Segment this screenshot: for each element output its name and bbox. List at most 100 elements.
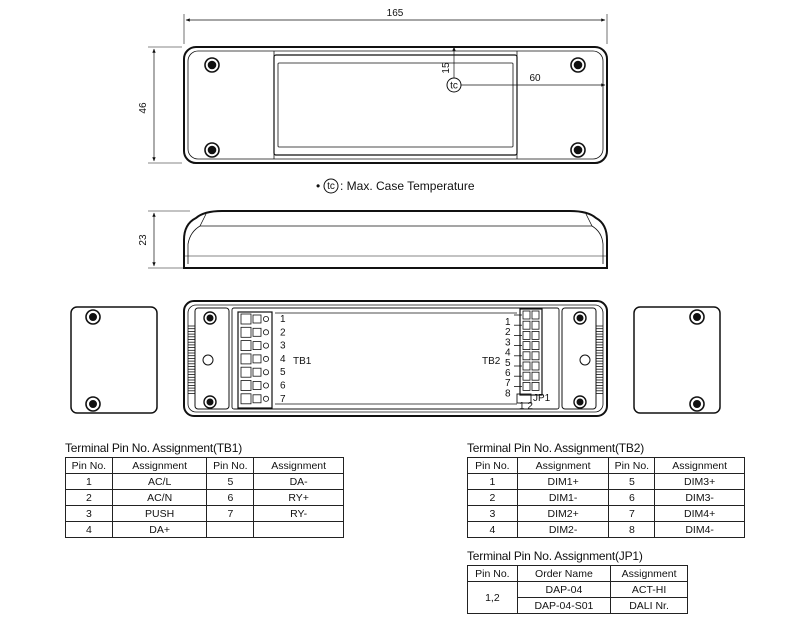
terminal-cell <box>522 361 531 371</box>
tc-point-icon <box>446 77 462 93</box>
tb2-header-assignment: Assignment <box>516 457 610 474</box>
tb1-cell: DA+ <box>111 521 208 538</box>
tc-note-text: : Max. Case Temperature <box>340 179 475 193</box>
terminal-cell <box>522 351 531 361</box>
tb2-header-assignment-2: Assignment <box>654 457 745 474</box>
tc-note-symbol: tc <box>327 181 335 192</box>
tb2-cell: DIM1- <box>516 489 610 506</box>
terminal-cell <box>531 371 540 381</box>
jp1-cell: DAP-04-S01 <box>516 597 612 614</box>
table-row: 2 AC/N 6 RY+ <box>65 489 344 506</box>
tb2-pin-number: 7 <box>505 378 511 389</box>
tb1-header-pin-2: Pin No. <box>206 457 255 474</box>
terminal-cell <box>531 351 540 361</box>
table-row: 2 DIM1- 6 DIM3- <box>467 489 745 506</box>
terminal-cell <box>531 361 540 371</box>
table-row: DAP-04-S01 DALI Nr. <box>468 597 688 614</box>
terminal-cell <box>252 341 262 351</box>
terminal-cell <box>522 320 531 330</box>
side-view <box>148 210 608 269</box>
terminal-cell <box>522 371 531 381</box>
tb2-cell: 6 <box>608 489 656 506</box>
open-body <box>183 300 608 417</box>
tb1-pin-number: 5 <box>280 367 286 378</box>
terminal-cell <box>531 381 540 391</box>
terminal-cell <box>252 381 262 390</box>
tb2-pin-number: 6 <box>505 368 511 379</box>
tb1-pin-number: 6 <box>280 381 286 392</box>
terminal-cell <box>240 380 252 391</box>
jp1-pin-table: Pin No. Order Name Assignment 1,2 DAP-04… <box>467 565 688 614</box>
tb2-cell: DIM3- <box>654 489 745 506</box>
terminal-cell <box>252 314 262 324</box>
tb1-header-pin: Pin No. <box>65 457 113 474</box>
tb2-cell: DIM2+ <box>516 505 610 522</box>
tb1-pin-number: 3 <box>280 341 286 352</box>
terminal-cell <box>252 367 262 377</box>
table-row: 4 DIM2- 8 DIM4- <box>467 521 745 538</box>
terminal-cell <box>522 381 531 391</box>
terminal-cell <box>531 330 540 340</box>
terminal-cell <box>522 330 531 340</box>
terminal-screw <box>262 395 269 402</box>
tb1-cell: RY+ <box>253 489 344 506</box>
tb1-cell: 3 <box>65 505 113 522</box>
tb1-cell: AC/N <box>111 489 208 506</box>
tb1-header-assignment: Assignment <box>111 457 208 474</box>
terminal-cell <box>240 366 252 378</box>
jp1-header-assignment: Assignment <box>610 565 688 582</box>
jp1-cell: DAP-04 <box>516 581 612 598</box>
tb1-pin-table: Pin No. Assignment Pin No. Assignment 1 … <box>65 457 344 538</box>
terminal-cell <box>240 393 252 405</box>
tb2-pin-number: 2 <box>505 327 511 338</box>
tb2-cell: 2 <box>467 489 518 506</box>
top-view <box>148 14 608 164</box>
dim-width: 46 <box>138 102 149 114</box>
jp1-label: JP1 <box>533 393 551 404</box>
tc-note-bullet: • <box>316 179 320 193</box>
table-row: 1 DIM1+ 5 DIM3+ <box>467 473 745 490</box>
tb1-table-title: Terminal Pin No. Assignment(TB1) <box>65 441 242 455</box>
tb1-cell: 1 <box>65 473 113 490</box>
table-row: 3 PUSH 7 RY- <box>65 505 344 522</box>
terminal-cell <box>240 326 252 338</box>
tb2-cell: 3 <box>467 505 518 522</box>
jp1-cell: ACT-HI <box>610 581 688 598</box>
tb2-pin-number: 5 <box>505 358 511 369</box>
terminal-cell <box>240 340 252 352</box>
dim-height: 23 <box>138 234 149 246</box>
jp1-pins-label: 1 2 <box>519 401 533 412</box>
tb2-table-title: Terminal Pin No. Assignment(TB2) <box>467 441 644 455</box>
jp1-header-pin: Pin No. <box>467 565 518 582</box>
terminal-cell <box>531 310 540 320</box>
tb1-cell <box>253 521 344 538</box>
terminal-cell <box>240 353 252 365</box>
tb1-pin-number: 4 <box>280 354 286 365</box>
tb2-header-pin: Pin No. <box>467 457 518 474</box>
jp1-cell: DALI Nr. <box>610 597 688 614</box>
tb2-cell: DIM4+ <box>654 505 745 522</box>
tb2-cell: 8 <box>608 521 656 538</box>
tb2-cell: 1 <box>467 473 518 490</box>
tb1-pin-number: 7 <box>280 394 286 405</box>
tb1-cell <box>206 521 255 538</box>
terminal-screw <box>262 342 269 349</box>
tb1-label: TB1 <box>293 356 312 367</box>
jp1-pin-cell: 1,2 <box>467 581 518 614</box>
terminal-cell <box>522 341 531 351</box>
terminal-cell <box>522 310 531 320</box>
cover-left <box>70 306 158 414</box>
tb2-header-pin-2: Pin No. <box>608 457 656 474</box>
table-row: 4 DA+ <box>65 521 344 538</box>
tb1-pin-number: 2 <box>280 327 286 338</box>
table-row: 3 DIM2+ 7 DIM4+ <box>467 505 745 522</box>
tb1-cell: DA- <box>253 473 344 490</box>
table-row: 1,2 DAP-04 ACT-HI <box>467 581 688 614</box>
tb2-pin-number: 3 <box>505 337 511 348</box>
terminal-screw <box>262 382 269 389</box>
tb1-cell: AC/L <box>111 473 208 490</box>
tb1-cell: 4 <box>65 521 113 538</box>
dim-tc-x: 60 <box>529 73 541 84</box>
